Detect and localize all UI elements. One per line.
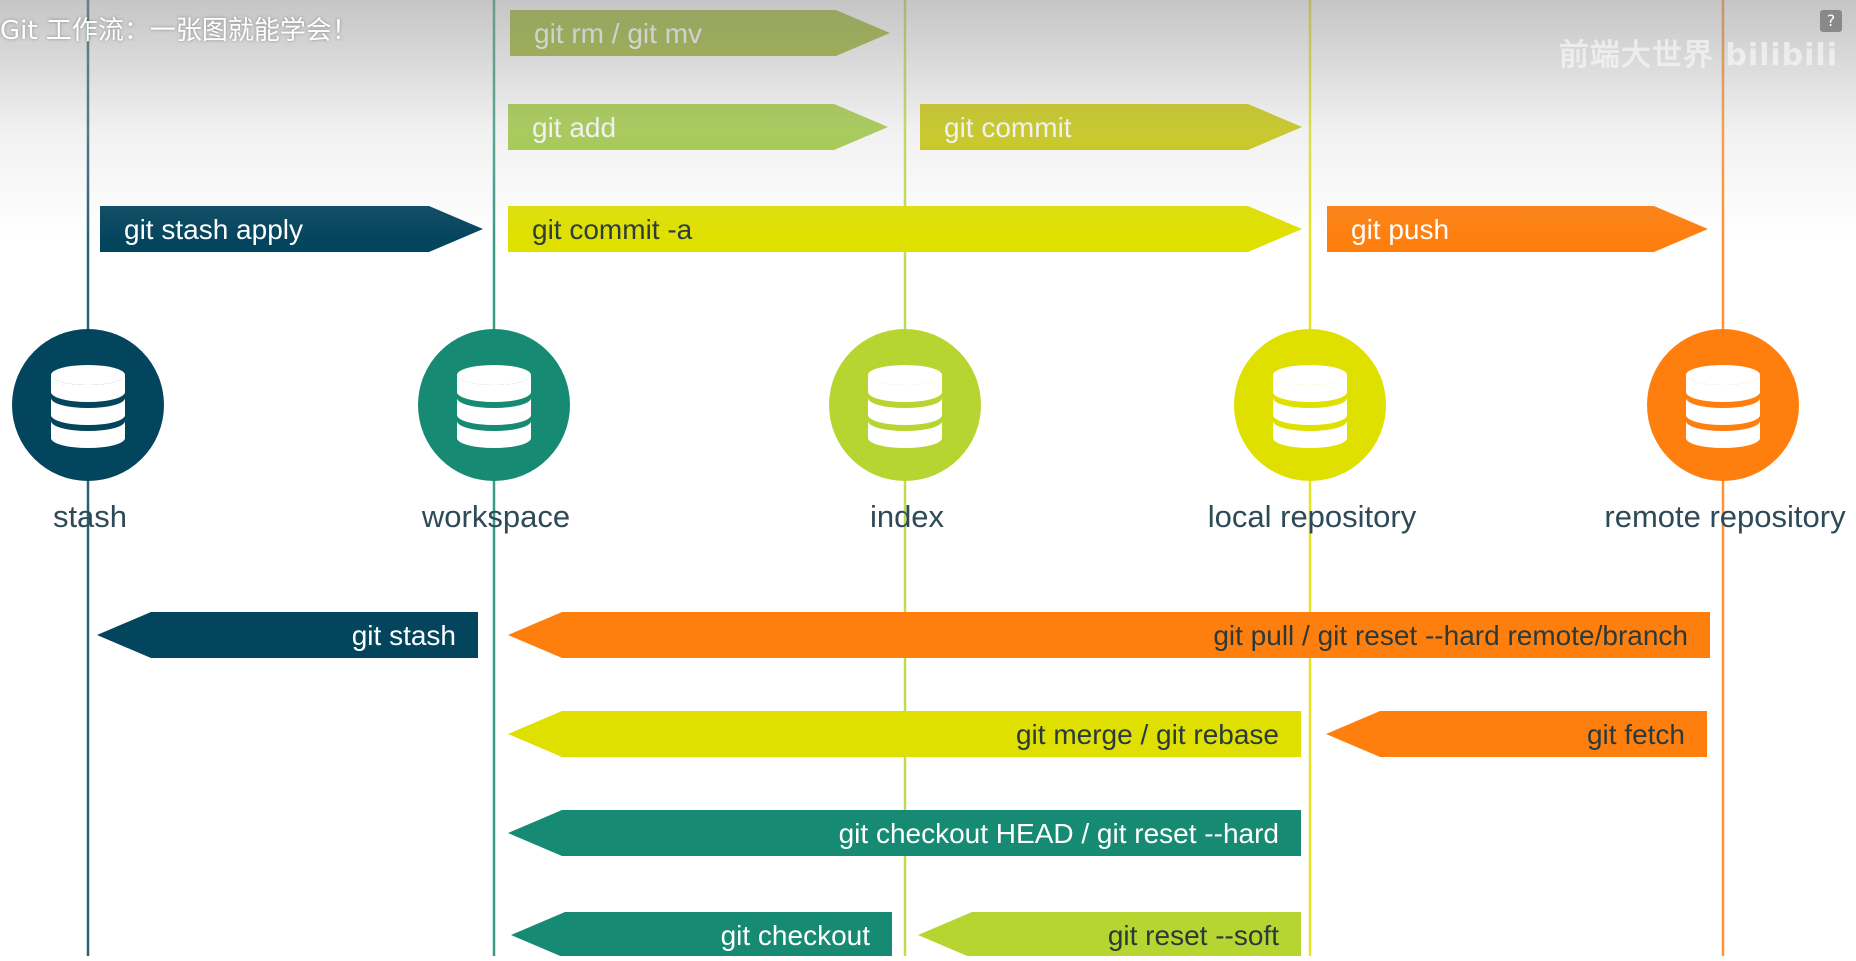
arrow-git-pull-git-reset-hard-remote-branch: git pull / git reset --hard remote/branc… [508, 612, 1710, 658]
database-icon [868, 365, 942, 448]
arrow-label: git reset --soft [1108, 920, 1279, 951]
arrow-git-commit-a: git commit -a [508, 206, 1302, 252]
arrow-label: git rm / git mv [534, 18, 702, 49]
arrow-shape [508, 612, 1710, 658]
arrow-git-rm-git-mv: git rm / git mv [510, 10, 890, 56]
node-label: workspace [421, 499, 570, 534]
arrow-git-merge-git-rebase: git merge / git rebase [508, 711, 1301, 757]
arrow-git-add: git add [508, 104, 888, 150]
help-icon[interactable]: ? [1820, 10, 1842, 32]
node-stash: stash [12, 329, 164, 534]
arrow-label: git commit [944, 112, 1072, 143]
arrow-shape [508, 711, 1301, 757]
node-label: remote repository [1604, 499, 1846, 534]
node-circle [829, 329, 981, 481]
arrow-label: git fetch [1587, 719, 1685, 750]
arrow-git-checkout: git checkout [511, 912, 892, 958]
arrow-git-push: git push [1327, 206, 1708, 252]
node-circle [1647, 329, 1799, 481]
arrow-shape [511, 912, 892, 958]
node-circle [12, 329, 164, 481]
arrow-shape [508, 810, 1301, 856]
node-remote: remote repository [1604, 329, 1846, 534]
database-icon [1273, 365, 1347, 448]
command-arrows: git rm / git mv git add git commit git stas… [97, 10, 1710, 958]
arrow-git-reset-soft: git reset --soft [918, 912, 1301, 958]
database-icon [457, 365, 531, 448]
arrow-git-checkout-head-git-reset-hard: git checkout HEAD / git reset --hard [508, 810, 1301, 856]
bilibili-watermark: 前端大世界 bilibili [1558, 38, 1838, 73]
arrow-label: git pull / git reset --hard remote/branc… [1213, 620, 1688, 651]
node-label: index [870, 499, 945, 534]
arrow-git-stash: git stash [97, 612, 478, 658]
database-icon [1686, 365, 1760, 448]
node-circle [418, 329, 570, 481]
arrow-label: git commit -a [532, 214, 693, 245]
video-title: Git 工作流：一张图就能学会！ [0, 16, 358, 46]
arrow-label: git add [532, 112, 616, 143]
storage-nodes: stash workspace index local repository remot… [12, 329, 1846, 534]
node-index: index [829, 329, 981, 534]
node-workspace: workspace [418, 329, 570, 534]
arrow-label: git stash [352, 620, 456, 651]
arrow-git-commit: git commit [920, 104, 1302, 150]
arrow-label: git stash apply [124, 214, 303, 245]
arrow-label: git checkout HEAD / git reset --hard [839, 818, 1279, 849]
node-local: local repository [1208, 329, 1417, 534]
arrow-label: git push [1351, 214, 1449, 245]
database-icon [51, 365, 125, 448]
arrow-shape [1326, 711, 1707, 757]
arrow-label: git merge / git rebase [1016, 719, 1279, 750]
arrow-shape [97, 612, 478, 658]
arrow-shape [918, 912, 1301, 958]
arrow-git-fetch: git fetch [1326, 711, 1707, 757]
node-label: stash [53, 499, 127, 534]
arrow-label: git checkout [721, 920, 871, 951]
node-label: local repository [1208, 499, 1417, 534]
arrow-git-stash-apply: git stash apply [100, 206, 483, 252]
node-circle [1234, 329, 1386, 481]
